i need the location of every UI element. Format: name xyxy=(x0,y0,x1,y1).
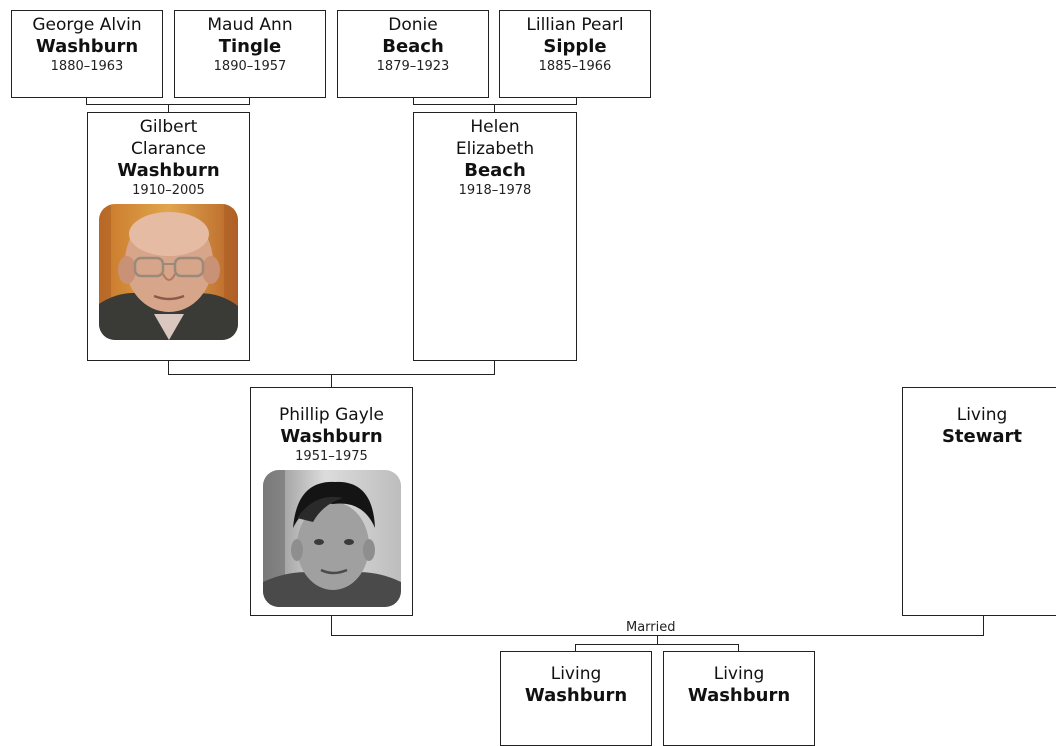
connector xyxy=(249,97,250,105)
given-name: Phillip Gayle xyxy=(279,405,384,425)
given-name: Gilbert Clarance xyxy=(131,117,206,159)
given-name: Lillian Pearl xyxy=(526,15,624,35)
surname: Sipple xyxy=(543,36,607,57)
person-card-phillip[interactable]: Phillip Gayle Washburn 1951–1975 xyxy=(250,387,413,616)
person-card-george[interactable]: George Alvin Washburn 1880–1963 xyxy=(11,10,163,98)
person-card-helen[interactable]: Helen Elizabeth Beach 1918–1978 xyxy=(413,112,577,361)
connector xyxy=(168,360,169,375)
given-name: Helen Elizabeth xyxy=(455,117,535,159)
life-dates: 1880–1963 xyxy=(50,59,124,74)
person-card-lillian[interactable]: Lillian Pearl Sipple 1885–1966 xyxy=(499,10,651,98)
connector xyxy=(575,644,576,652)
connector xyxy=(413,97,414,105)
life-dates: 1910–2005 xyxy=(132,183,205,198)
person-card-gilbert[interactable]: Gilbert Clarance Washburn 1910–2005 xyxy=(87,112,250,361)
connector xyxy=(657,635,658,644)
surname: Stewart xyxy=(941,426,1023,447)
connector xyxy=(86,97,87,105)
person-card-child-2[interactable]: Living Washburn xyxy=(663,651,815,746)
life-dates: 1885–1966 xyxy=(538,59,612,74)
given-name: Maud Ann xyxy=(207,15,293,35)
portrait-photo[interactable] xyxy=(99,204,238,340)
connector xyxy=(331,374,332,388)
person-card-stewart[interactable]: Living Stewart xyxy=(902,387,1056,616)
connector xyxy=(983,615,984,636)
surname: Washburn xyxy=(687,685,791,706)
person-card-donie[interactable]: Donie Beach 1879–1923 xyxy=(337,10,489,98)
connector xyxy=(738,644,739,652)
connector xyxy=(168,104,169,113)
surname: Beach xyxy=(382,36,444,57)
given-name: Living xyxy=(713,664,765,684)
connector xyxy=(575,644,739,645)
surname: Washburn xyxy=(524,685,628,706)
life-dates: 1951–1975 xyxy=(295,449,368,464)
given-name: George Alvin xyxy=(32,15,142,35)
portrait-photo[interactable] xyxy=(262,470,401,607)
life-dates: 1918–1978 xyxy=(458,183,532,198)
given-name: Donie xyxy=(388,15,438,35)
connector xyxy=(494,360,495,375)
surname: Washburn xyxy=(280,426,383,447)
surname: Beach xyxy=(464,160,526,181)
surname: Tingle xyxy=(218,36,282,57)
connector xyxy=(331,615,332,636)
surname: Washburn xyxy=(35,36,139,57)
surname: Washburn xyxy=(117,160,220,181)
connector xyxy=(576,97,577,105)
given-name: Living xyxy=(956,405,1008,425)
connector xyxy=(86,104,249,105)
connector xyxy=(494,104,495,113)
married-label: Married xyxy=(623,621,679,635)
life-dates: 1879–1923 xyxy=(376,59,450,74)
life-dates: 1890–1957 xyxy=(213,59,287,74)
person-card-maud[interactable]: Maud Ann Tingle 1890–1957 xyxy=(174,10,326,98)
given-name: Living xyxy=(550,664,602,684)
person-card-child-1[interactable]: Living Washburn xyxy=(500,651,652,746)
